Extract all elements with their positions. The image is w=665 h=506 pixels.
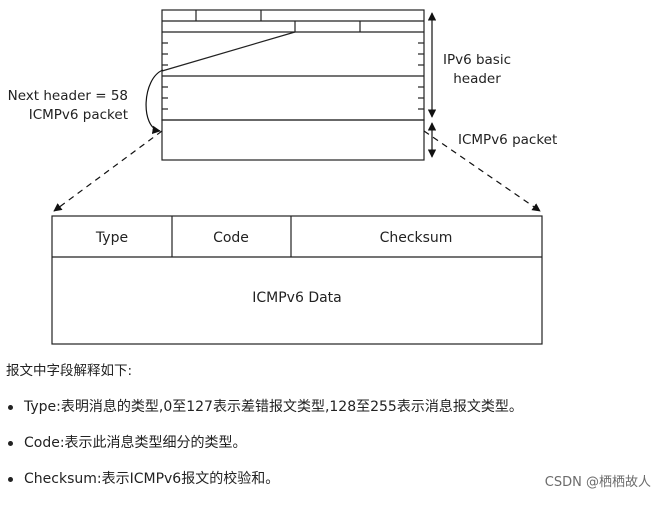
ipv6-header-block (161, 9, 425, 121)
icmpv6-detail-block (51, 215, 543, 345)
next-header-curved-arrow (145, 69, 164, 135)
field-code: Code (213, 230, 249, 246)
field-checksum: Checksum (380, 230, 453, 246)
list-item-checksum: Checksum:表示ICMPv6报文的校验和。 (6, 470, 523, 506)
list-item-type: Type:表明消息的类型,0至127表示差错报文类型,128至255表示消息报文… (6, 398, 523, 434)
field-icmpv6-data: ICMPv6 Data (252, 290, 342, 306)
csdn-watermark: CSDN @栖栖故人 (544, 475, 651, 490)
expansion-arrow-right (423, 130, 541, 212)
ipv6-basic-header-label-line2: header (453, 71, 501, 87)
field-type: Type (95, 230, 128, 246)
field-explanation-intro: 报文中字段解释如下: (6, 363, 133, 379)
icmpv6-packet-right-label: ICMPv6 packet (458, 132, 557, 148)
list-item-code: Code:表示此消息类型细分的类型。 (6, 434, 523, 470)
field-explanation-list: Type:表明消息的类型,0至127表示差错报文类型,128至255表示消息报文… (6, 398, 523, 506)
expansion-arrow-left (53, 130, 163, 212)
ipv6-basic-header-label-line1: IPv6 basic (443, 52, 511, 68)
icmpv6-packet-block (161, 119, 425, 161)
next-header-label: Next header = 58 (8, 88, 128, 104)
icmpv6-packet-left-label: ICMPv6 packet (29, 107, 128, 123)
icmpv6-packet-diagram: Next header = 58 ICMPv6 packet IPv6 basi… (8, 9, 557, 345)
